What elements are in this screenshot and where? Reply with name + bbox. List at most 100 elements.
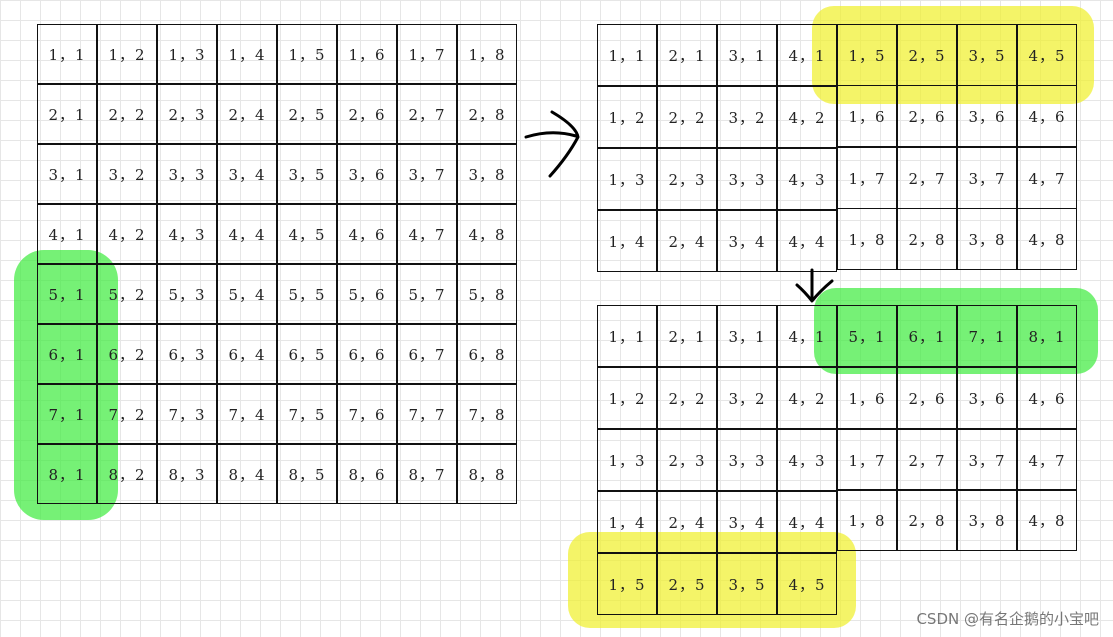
grid-cell: 3，5 [277,144,337,204]
grid-cell: 5，6 [337,264,397,324]
grid-cell: 1，2 [97,24,157,84]
grid-cell: 3，8 [957,208,1017,270]
grid-cell: 7，6 [337,384,397,444]
watermark-text: CSDN @有名企鹅的小宝吧 [916,610,1099,628]
grid-cell: 4，8 [457,204,517,264]
grid-cell: 5，1 [37,264,97,324]
grid-cell: 2，5 [277,84,337,144]
grid-cell: 1，2 [597,367,657,429]
grid-cell: 1，1 [597,305,657,367]
grid-cell: 1，4 [597,210,657,272]
grid-cell: 5，1 [837,305,897,367]
grid-cell: 2，8 [457,84,517,144]
grid-cell: 1，4 [597,491,657,553]
grid-cell: 3，7 [397,144,457,204]
grid-cell: 7，1 [957,305,1017,367]
grid-cell: 8，8 [457,444,517,504]
grid-cell: 5，4 [217,264,277,324]
grid-cell: 6，1 [37,324,97,384]
grid-cell: 3，4 [717,210,777,272]
grid-cell: 3，1 [717,24,777,86]
grid-cell: 4，8 [1017,208,1077,270]
grid-cell: 2，7 [897,429,957,491]
grid-cell: 2，6 [897,367,957,429]
grid-cell: 8，7 [397,444,457,504]
grid-cell: 8，3 [157,444,217,504]
grid-cell: 2，2 [97,84,157,144]
grid-cell: 2，8 [897,489,957,551]
grid-cell: 2，1 [37,84,97,144]
grid-cell: 3，1 [37,144,97,204]
grid-cell: 1，3 [597,429,657,491]
grid-cell: 1，3 [157,24,217,84]
grid-cell: 1，1 [37,24,97,84]
grid-cell: 4，3 [777,429,837,491]
grid-cell: 1，8 [837,208,897,270]
grid-cell: 2，1 [657,24,717,86]
grid-cell: 7，2 [97,384,157,444]
grid-cell: 7，5 [277,384,337,444]
grid-cell: 4，1 [37,204,97,264]
grid-cell: 7，7 [397,384,457,444]
grid-cell: 5，2 [97,264,157,324]
grid-cell: 1，1 [597,24,657,86]
grid-cell: 4，1 [777,24,837,86]
grid-cell: 4，7 [1017,429,1077,491]
grid-cell: 2，4 [657,210,717,272]
grid-cell: 4，7 [397,204,457,264]
grid-cell: 6，4 [217,324,277,384]
grid-cell: 4，6 [1017,367,1077,429]
grid-cell: 1，6 [837,85,897,147]
grid-cell: 3，8 [457,144,517,204]
grid-cell: 6，7 [397,324,457,384]
grid-cell: 4，2 [777,86,837,148]
grid-cell: 4，6 [337,204,397,264]
grid-cell: 2，5 [657,553,717,615]
grid-cell: 3，4 [217,144,277,204]
grid-cell: 7，8 [457,384,517,444]
grid-cell: 4，5 [277,204,337,264]
grid-cell: 5，7 [397,264,457,324]
grid-cell: 4，8 [1017,489,1077,551]
grid-cell: 8，1 [1017,305,1077,367]
grid-cell: 3，6 [957,85,1017,147]
yellow-highlight-top-right-row [812,6,1094,104]
grid-cell: 4，4 [217,204,277,264]
grid-cell: 6，1 [897,305,957,367]
grid-cell: 3，3 [717,429,777,491]
grid-cell: 4，1 [777,305,837,367]
grid-cell: 4，4 [777,210,837,272]
grid-cell: 2，4 [217,84,277,144]
grid-cell: 7，1 [37,384,97,444]
grid-cell: 7，3 [157,384,217,444]
grid-cell: 3，3 [717,148,777,210]
grid-cell: 8，2 [97,444,157,504]
grid-cell: 1，6 [837,367,897,429]
grid-cell: 8，4 [217,444,277,504]
grid-cell: 4，2 [777,367,837,429]
grid-cell: 4，3 [777,148,837,210]
grid-cell: 5，3 [157,264,217,324]
grid-cell: 3，5 [717,553,777,615]
grid-cell: 3，2 [97,144,157,204]
down-arrow-icon [795,268,834,303]
grid-cell: 8，5 [277,444,337,504]
green-highlight-left-column [14,250,118,520]
grid-cell: 5，8 [457,264,517,324]
grid-cell: 3，1 [717,305,777,367]
grid-cell: 2，6 [897,85,957,147]
grid-cell: 4，5 [777,553,837,615]
grid-cell: 3，6 [957,367,1017,429]
grid-cell: 2，8 [897,208,957,270]
grid-cell: 1，3 [597,148,657,210]
grid-cell: 1，8 [457,24,517,84]
grid-cell: 2，1 [657,305,717,367]
grid-cell: 1，6 [337,24,397,84]
grid-cell: 1，8 [837,489,897,551]
grid-cell: 3，3 [157,144,217,204]
grid-cell: 6，2 [97,324,157,384]
grid-cell: 3，4 [717,491,777,553]
yellow-highlight-bottom-row [568,532,856,628]
grid-cell: 6，5 [277,324,337,384]
grid-cell: 4，6 [1017,85,1077,147]
